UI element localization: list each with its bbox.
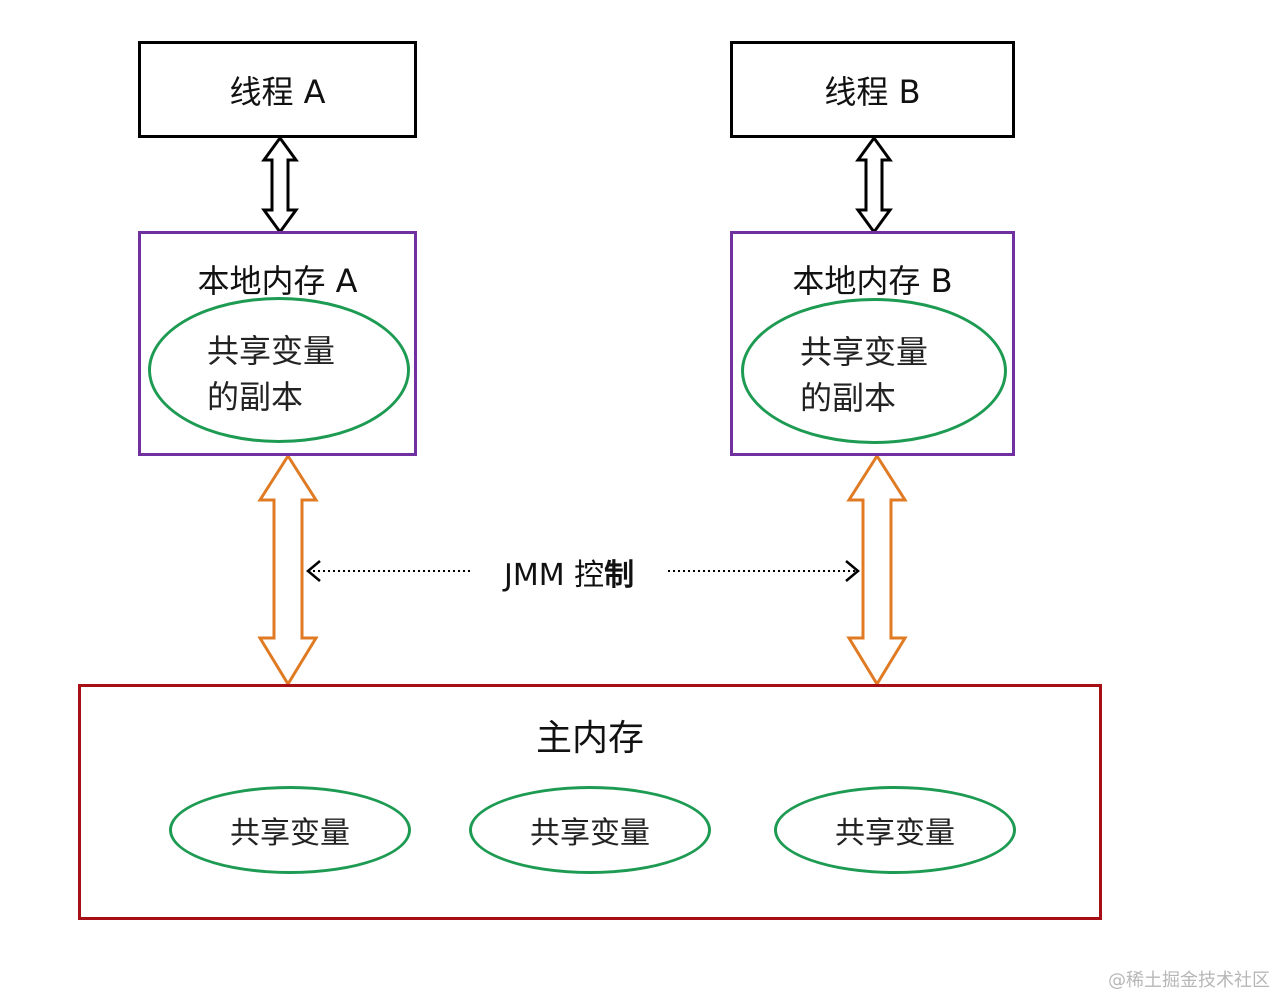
shared-variable-ellipse-1: 共享变量	[169, 786, 411, 874]
thread-b-box: 线程 B	[730, 41, 1015, 138]
local-memory-b-copy-label: 共享变量 的副本	[800, 333, 929, 417]
thread-b-label: 线程 B	[824, 72, 921, 111]
jmm-control-prefix: JMM 控	[504, 558, 605, 593]
main-memory-title: 主内存	[535, 718, 644, 759]
jmm-control-suffix: 制	[604, 558, 635, 593]
thread-a-double-arrow	[261, 135, 299, 235]
jmm-left-dotted-arrow	[306, 560, 470, 582]
local-memory-a-box: 本地内存 A 共享变量 的副本	[138, 231, 417, 456]
shared-variable-label-3: 共享变量	[835, 816, 955, 851]
local-memory-b-copy-ellipse: 共享变量 的副本	[741, 298, 1007, 444]
shared-variable-label-1: 共享变量	[230, 816, 350, 851]
shared-variable-label-2: 共享变量	[530, 816, 650, 851]
thread-a-box: 线程 A	[138, 41, 417, 138]
local-memory-a-copy-label: 共享变量 的副本	[207, 332, 336, 416]
jmm-control-label: JMM 控制	[500, 550, 639, 594]
local-memory-b-box: 本地内存 B 共享变量 的副本	[730, 231, 1015, 456]
jmm-right-dotted-arrow	[668, 560, 860, 582]
main-memory-box: 主内存 共享变量 共享变量 共享变量	[78, 684, 1102, 920]
shared-variable-ellipse-2: 共享变量	[469, 786, 711, 874]
shared-variable-ellipse-3: 共享变量	[774, 786, 1016, 874]
local-memory-a-copy-ellipse: 共享变量 的副本	[148, 297, 410, 443]
local-memory-b-title: 本地内存 B	[792, 262, 953, 300]
local-memory-a-title: 本地内存 A	[197, 262, 358, 300]
thread-a-label: 线程 A	[229, 72, 326, 111]
watermark: @稀土掘金技术社区	[1108, 970, 1270, 991]
thread-b-double-arrow	[855, 135, 893, 235]
